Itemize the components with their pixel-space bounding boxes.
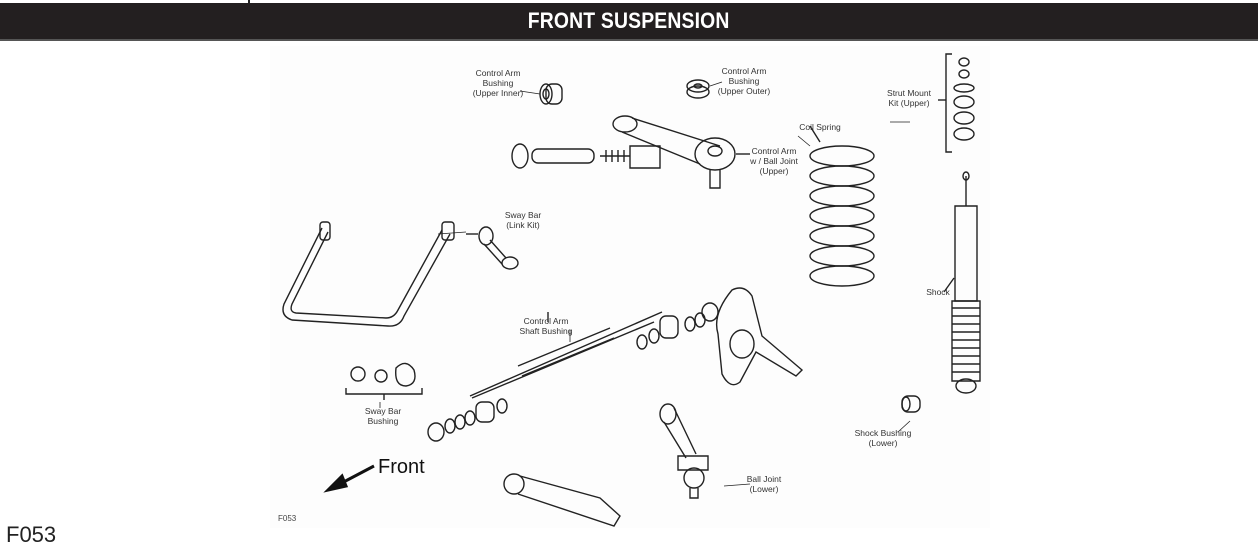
coil-spring-drawing	[809, 125, 875, 287]
label-strut-mount-kit-upper: Strut Mount Kit (Upper)	[887, 88, 931, 108]
lower-control-arm-drawing	[659, 403, 709, 499]
strut-mount-kit-drawing	[938, 53, 975, 153]
control-arm-bushing-upper-inner-drawing	[539, 83, 563, 105]
label-shock-bushing-lower: Shock Bushing (Lower)	[854, 428, 912, 448]
label-ball-joint-lower: Ball Joint (Lower)	[746, 474, 782, 494]
steering-knuckle-drawing	[715, 287, 804, 386]
control-arm-shaft-drawing	[427, 302, 719, 442]
label-control-arm-shaft-bushing: Control Arm Shaft Bushing	[519, 316, 573, 336]
lower-strut-rod-drawing	[503, 473, 621, 527]
label-sway-bar-bushing: Sway Bar Bushing	[364, 406, 402, 426]
control-arm-bushing-upper-outer-drawing	[686, 79, 710, 99]
label-control-arm-ball-joint-upper: Control Arm w / Ball Joint (Upper)	[750, 146, 798, 176]
label-control-arm-bushing-upper-outer: Control Arm Bushing (Upper Outer)	[717, 66, 771, 96]
sway-bar-bushing-drawing	[345, 362, 423, 400]
suspension-diagram: Control Arm Bushing (Upper Inner) Contro…	[270, 46, 990, 528]
figure-code: F053	[278, 514, 297, 523]
page-code: F053	[6, 522, 57, 547]
sway-bar-link-kit-drawing	[466, 226, 519, 270]
label-shock: Shock	[926, 287, 950, 297]
label-control-arm-bushing-upper-inner: Control Arm Bushing (Upper Inner)	[472, 68, 524, 98]
shock-bushing-lower-drawing	[901, 395, 921, 413]
label-sway-bar-link-kit: Sway Bar (Link Kit)	[504, 210, 542, 230]
front-direction-label: Front	[378, 456, 425, 478]
section-banner: FRONT SUSPENSION	[0, 3, 1258, 41]
sway-bar-drawing	[282, 221, 455, 327]
page-title: FRONT SUSPENSION	[528, 8, 730, 33]
shock-drawing	[943, 171, 981, 394]
label-coil-spring: Coil Spring	[799, 122, 841, 132]
diagram-drawing	[282, 53, 981, 527]
front-arrow	[323, 464, 375, 493]
upper-control-arm-drawing	[511, 115, 750, 189]
